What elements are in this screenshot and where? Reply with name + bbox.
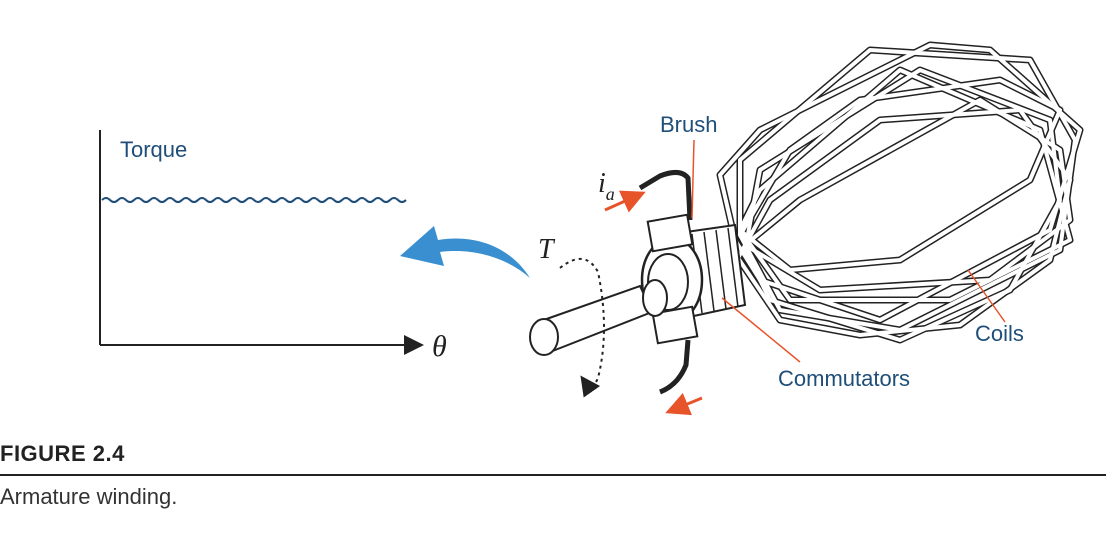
commutator-drum	[640, 223, 747, 324]
torque-graph: Torque θ	[99, 130, 447, 363]
current-symbol: ia	[598, 168, 615, 204]
caption-divider	[0, 474, 1106, 476]
blue-curved-arrow	[400, 226, 530, 278]
top-brush-lead	[638, 170, 693, 221]
torque-ripple-line	[101, 197, 407, 203]
bottom-brush-lead	[659, 339, 691, 395]
top-brush	[646, 213, 694, 253]
theta-axis-label: θ	[432, 330, 447, 363]
current-subscript: a	[606, 184, 615, 204]
figure-number: FIGURE 2.4	[0, 441, 125, 466]
coils-leader	[967, 269, 1006, 323]
figure-caption: Armature winding.	[0, 484, 178, 509]
commutators-leader	[721, 297, 801, 363]
coils-label: Coils	[975, 321, 1024, 346]
rotation-arrow	[559, 258, 605, 398]
commutators-label: Commutators	[778, 366, 910, 391]
torque-axis-label: Torque	[120, 137, 187, 162]
shaft	[529, 279, 668, 356]
bottom-brush	[651, 305, 699, 345]
brush-leader	[691, 139, 695, 219]
torque-symbol: T	[538, 234, 556, 265]
armature-illustration: Brush Coils Commutators T ia	[529, 41, 1084, 416]
brush-label: Brush	[660, 112, 717, 137]
armature-winding-figure: Torque θ	[99, 41, 1084, 416]
current-in-arrow	[604, 190, 646, 213]
current-out-arrow	[665, 392, 703, 416]
